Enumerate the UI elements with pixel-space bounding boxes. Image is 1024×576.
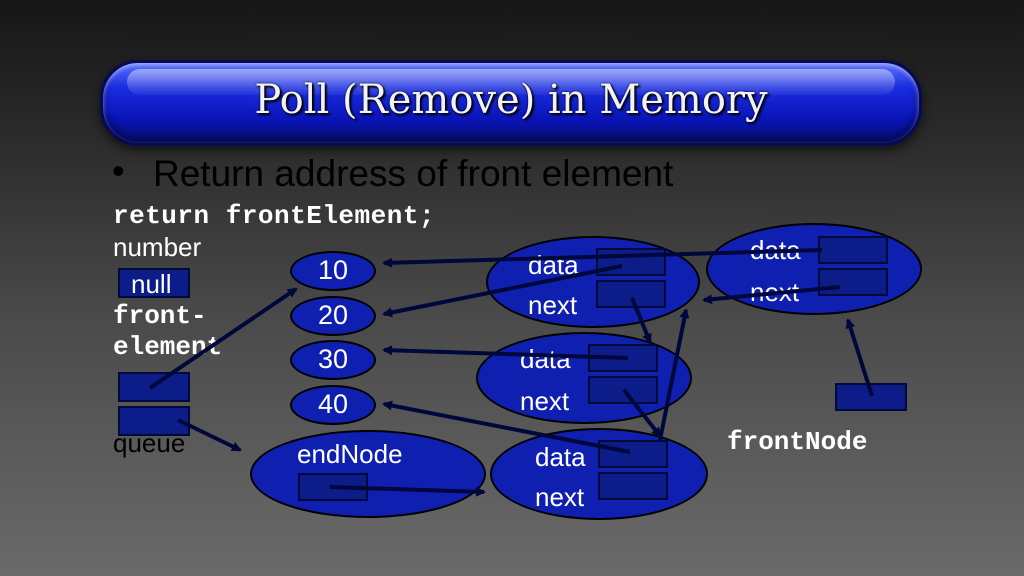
front-element-label-line2: element: [113, 332, 223, 362]
node-d-data-box: [598, 440, 668, 468]
front-element-label-line1: front-: [113, 301, 207, 331]
value-40: 40: [317, 389, 349, 419]
front-node-label: frontNode: [727, 427, 868, 457]
queue-label: queue: [113, 428, 186, 458]
arrow-node-c-data-to-30: [382, 345, 629, 360]
node-d-data-label: data: [535, 442, 586, 472]
node-a-next-label: next: [528, 290, 578, 320]
node-d-next-label: next: [535, 482, 585, 512]
node-d-next-box: [598, 472, 668, 500]
arrow-end-node-to-node-d: [329, 485, 486, 497]
arrow-queue-to-queue-object: [177, 418, 242, 452]
front-element-variable-box: [118, 372, 190, 402]
value-20: 20: [317, 300, 349, 330]
value-oval-20: [290, 296, 376, 336]
node-c-next-box: [588, 376, 658, 404]
arrow-node-d-to-node-a: [658, 308, 690, 441]
node-b-data-box: [818, 236, 888, 264]
arrow-node-c-next-to-node-d: [622, 388, 662, 438]
node-a-next-box: [596, 280, 666, 308]
bullet-dot: •: [112, 150, 125, 191]
null-value: null: [131, 269, 172, 299]
bullet-text: Return address of front element: [153, 153, 674, 194]
code-line: return frontElement;: [113, 201, 436, 231]
node-c-next-label: next: [520, 386, 570, 416]
node-c-data-label: data: [520, 344, 571, 374]
node-b-next-box: [818, 268, 888, 296]
number-variable-box: [118, 268, 190, 298]
value-oval-30: [290, 340, 376, 380]
value-oval-40: [290, 385, 376, 425]
title-bar: Poll (Remove) in Memory: [100, 60, 922, 146]
arrow-node-a-next-to-node-c: [630, 297, 652, 344]
number-label: number: [113, 232, 202, 262]
arrow-node-b-data-to-10: [382, 248, 823, 268]
value-10: 10: [317, 255, 349, 285]
end-node-label: endNode: [297, 439, 403, 469]
value-30: 30: [317, 344, 349, 374]
value-oval-10: [290, 251, 376, 291]
arrow-node-d-data-to-40: [382, 400, 631, 454]
arrow-front-element-to-10: [148, 287, 298, 390]
node-a-data-box: [596, 248, 666, 276]
arrow-node-a-data-to-20: [382, 264, 623, 318]
slide-title: Poll (Remove) in Memory: [254, 77, 768, 123]
arrow-front-node-to-node-b: [845, 318, 874, 397]
arrow-node-b-next-to-node-a: [702, 285, 841, 305]
queue-object-oval: [250, 430, 486, 518]
